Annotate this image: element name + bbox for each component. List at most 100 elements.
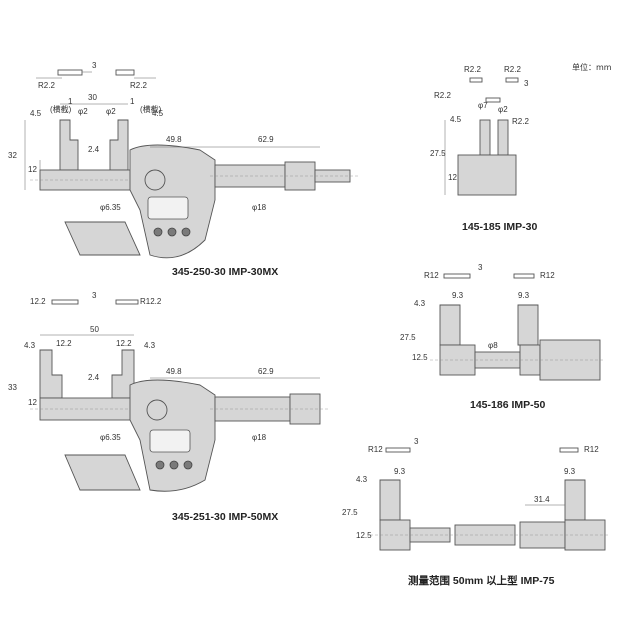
dim-label: R12	[368, 445, 383, 454]
dim-label: 4.3	[144, 341, 156, 350]
dim-label: R2.2	[38, 81, 55, 90]
dim-label: 49.8	[166, 367, 182, 376]
button-3	[183, 460, 193, 470]
dim-label: 49.8	[166, 135, 182, 144]
model-caption: 145-185 IMP-30	[462, 221, 537, 233]
dim-label: R2.2	[504, 65, 521, 74]
dim-label: 2.4	[88, 145, 100, 154]
dim-label: φ2	[106, 107, 116, 116]
dim-label: φ6.35	[100, 203, 121, 212]
dim-label: 9.3	[394, 467, 406, 476]
drawing-imp-30mx: 3 R2.2 R2.2 30 φ2 φ2 4.5 (横截) (横截) 1 1 4…	[8, 61, 358, 278]
dim-label: R12	[540, 271, 555, 280]
movable-jaw	[564, 479, 586, 521]
dim-label: 1	[130, 97, 135, 106]
dim-label: 9.3	[452, 291, 464, 300]
model-caption: 345-250-30 IMP-30MX	[172, 266, 278, 278]
movable-jaw	[497, 119, 509, 156]
dim-label: 4.3	[356, 475, 368, 484]
tip-detail-right	[115, 69, 156, 79]
movable-jaw	[517, 304, 539, 346]
dim-label: φ6.35	[100, 433, 121, 442]
dim-label: 27.5	[430, 149, 446, 158]
ratchet-lock	[146, 399, 168, 421]
dim-label: 3	[478, 263, 483, 272]
dim-label: 27.5	[400, 333, 416, 342]
dim-label: 50	[90, 325, 99, 334]
drawing-imp-50: R12 3 R12 9.3 9.3 4.3 27.5 12.5 φ8 145-1…	[400, 263, 605, 411]
dim-label: 4.5	[152, 109, 164, 118]
dim-label: 9.3	[518, 291, 530, 300]
dim-label: R12.2	[140, 297, 162, 306]
dim-label: 3	[414, 437, 419, 446]
drawing-imp-75: R12 3 R12 9.3 9.3 4.3 27.5 12.5 31.4 测量范…	[342, 437, 610, 587]
ratchet-lock	[144, 169, 166, 191]
imp-75-dimension-labels: R12 3 R12 9.3 9.3 4.3 27.5 12.5 31.4	[342, 437, 599, 540]
dim-label: (横截)	[50, 104, 72, 114]
dim-label: 3	[92, 291, 97, 300]
dim-label: 4.3	[24, 341, 36, 350]
model-caption: 测量范围 50mm 以上型 IMP-75	[408, 574, 555, 587]
dim-label: 12	[28, 165, 37, 174]
dim-label: 32	[8, 151, 17, 160]
drawing-imp-30: R2.2 R2.2 R2.2 φ7 φ2 R2.2 4.5 27.5 12 3 …	[430, 65, 537, 233]
button-1	[153, 227, 163, 237]
model-caption: 145-186 IMP-50	[470, 399, 545, 411]
movable-jaw	[109, 119, 129, 171]
dim-label: 12	[28, 398, 37, 407]
dim-label: 1	[68, 97, 73, 106]
insulator-plate	[64, 221, 141, 256]
fixed-jaw	[39, 349, 63, 399]
imp-50mx-dimension-labels: 12.2 3 R12.2 50 12.2 12.2 4.3 4.3 33 12 …	[8, 291, 274, 442]
dim-label: 9.3	[564, 467, 576, 476]
lcd-display	[147, 196, 189, 220]
dim-label: R2.2	[130, 81, 147, 90]
button-2	[169, 460, 179, 470]
fixed-jaw	[479, 119, 491, 156]
dim-label: R12	[584, 445, 599, 454]
fixed-jaw	[59, 119, 79, 171]
button-3	[181, 227, 191, 237]
imp-30-dimension-labels: R2.2 R2.2 R2.2 φ7 φ2 R2.2 4.5 27.5 12 3	[430, 65, 529, 182]
dim-label: R2.2	[512, 117, 529, 126]
dim-label: 12.2	[116, 339, 132, 348]
dim-label: R2.2	[464, 65, 481, 74]
imp-50-dimension-labels: R12 3 R12 9.3 9.3 4.3 27.5 12.5 φ8	[400, 263, 555, 362]
fixed-jaw	[439, 304, 461, 346]
dim-label: 62.9	[258, 135, 274, 144]
dim-label: 4.5	[30, 109, 42, 118]
dim-label: (横截)	[140, 104, 162, 114]
unit-label: 单位：mm	[572, 62, 612, 72]
tip-detail-left	[36, 69, 92, 79]
dim-label: 12.5	[356, 531, 372, 540]
model-caption: 345-251-30 IMP-50MX	[172, 511, 278, 523]
fixed-jaw	[379, 479, 401, 521]
dim-label: 30	[88, 93, 97, 102]
dim-label: 31.4	[534, 495, 550, 504]
dim-label: 4.5	[450, 115, 462, 124]
dim-label: φ2	[498, 105, 508, 114]
drawing-imp-50mx: 12.2 3 R12.2 50 12.2 12.2 4.3 4.3 33 12 …	[8, 291, 330, 523]
dim-label: 2.4	[88, 373, 100, 382]
button-1	[155, 460, 165, 470]
dim-label: 27.5	[342, 508, 358, 517]
dim-label: 33	[8, 383, 17, 392]
dim-label: 12.5	[412, 353, 428, 362]
dim-label: φ2	[78, 107, 88, 116]
lcd-display	[149, 429, 191, 453]
dim-label: 12	[448, 173, 457, 182]
dim-label: 4.3	[414, 299, 426, 308]
dim-label: φ7	[478, 101, 488, 110]
dim-label: φ8	[488, 341, 498, 350]
insulator-plate	[64, 454, 141, 491]
dim-label: 3	[92, 61, 97, 70]
dim-label: φ18	[252, 433, 267, 442]
dim-label: φ18	[252, 203, 267, 212]
dim-label: 12.2	[56, 339, 72, 348]
dim-label: 3	[524, 79, 529, 88]
dim-label: 62.9	[258, 367, 274, 376]
dim-label: R12	[424, 271, 439, 280]
imp-30mx-dimension-labels: 3 R2.2 R2.2 30 φ2 φ2 4.5 (横截) (横截) 1 1 4…	[8, 61, 274, 212]
dim-label: 12.2	[30, 297, 46, 306]
